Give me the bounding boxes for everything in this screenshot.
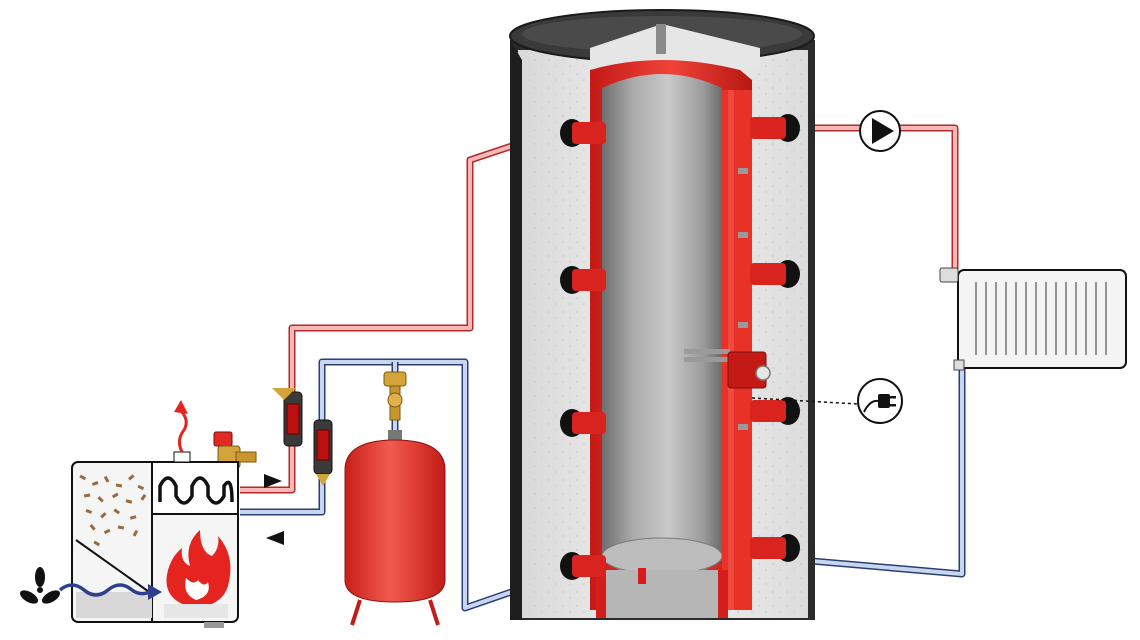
strainer-icon-return [313, 419, 333, 486]
air-vent-icon [383, 371, 407, 421]
thermostatic-valve-icon [939, 267, 965, 371]
electric-heating-element [684, 349, 771, 389]
power-plug-icon [857, 378, 903, 424]
air-flow-arrow [58, 583, 162, 600]
tank-nozzles-right [750, 114, 800, 562]
fan-icon [19, 567, 61, 604]
tank-nozzles-left [560, 119, 606, 580]
strainer-icon-supply [272, 388, 303, 447]
supply-pipe-tank-to-radiator [765, 124, 959, 270]
return-arrow-icon [266, 531, 284, 545]
pellet-boiler-icon [71, 461, 239, 628]
buffer-storage-tank [509, 9, 815, 620]
radiator-icon [957, 269, 1127, 369]
pump-icon [859, 110, 901, 152]
exhaust-arrow-icon [173, 400, 191, 463]
supply-arrow-icon [264, 474, 282, 488]
pellet-storage [79, 474, 147, 547]
supply-pipe-boiler-to-tank [240, 121, 577, 494]
expansion-vessel-icon [344, 430, 446, 626]
heat-exchanger-coil [158, 476, 234, 505]
flame-icon [166, 530, 231, 608]
